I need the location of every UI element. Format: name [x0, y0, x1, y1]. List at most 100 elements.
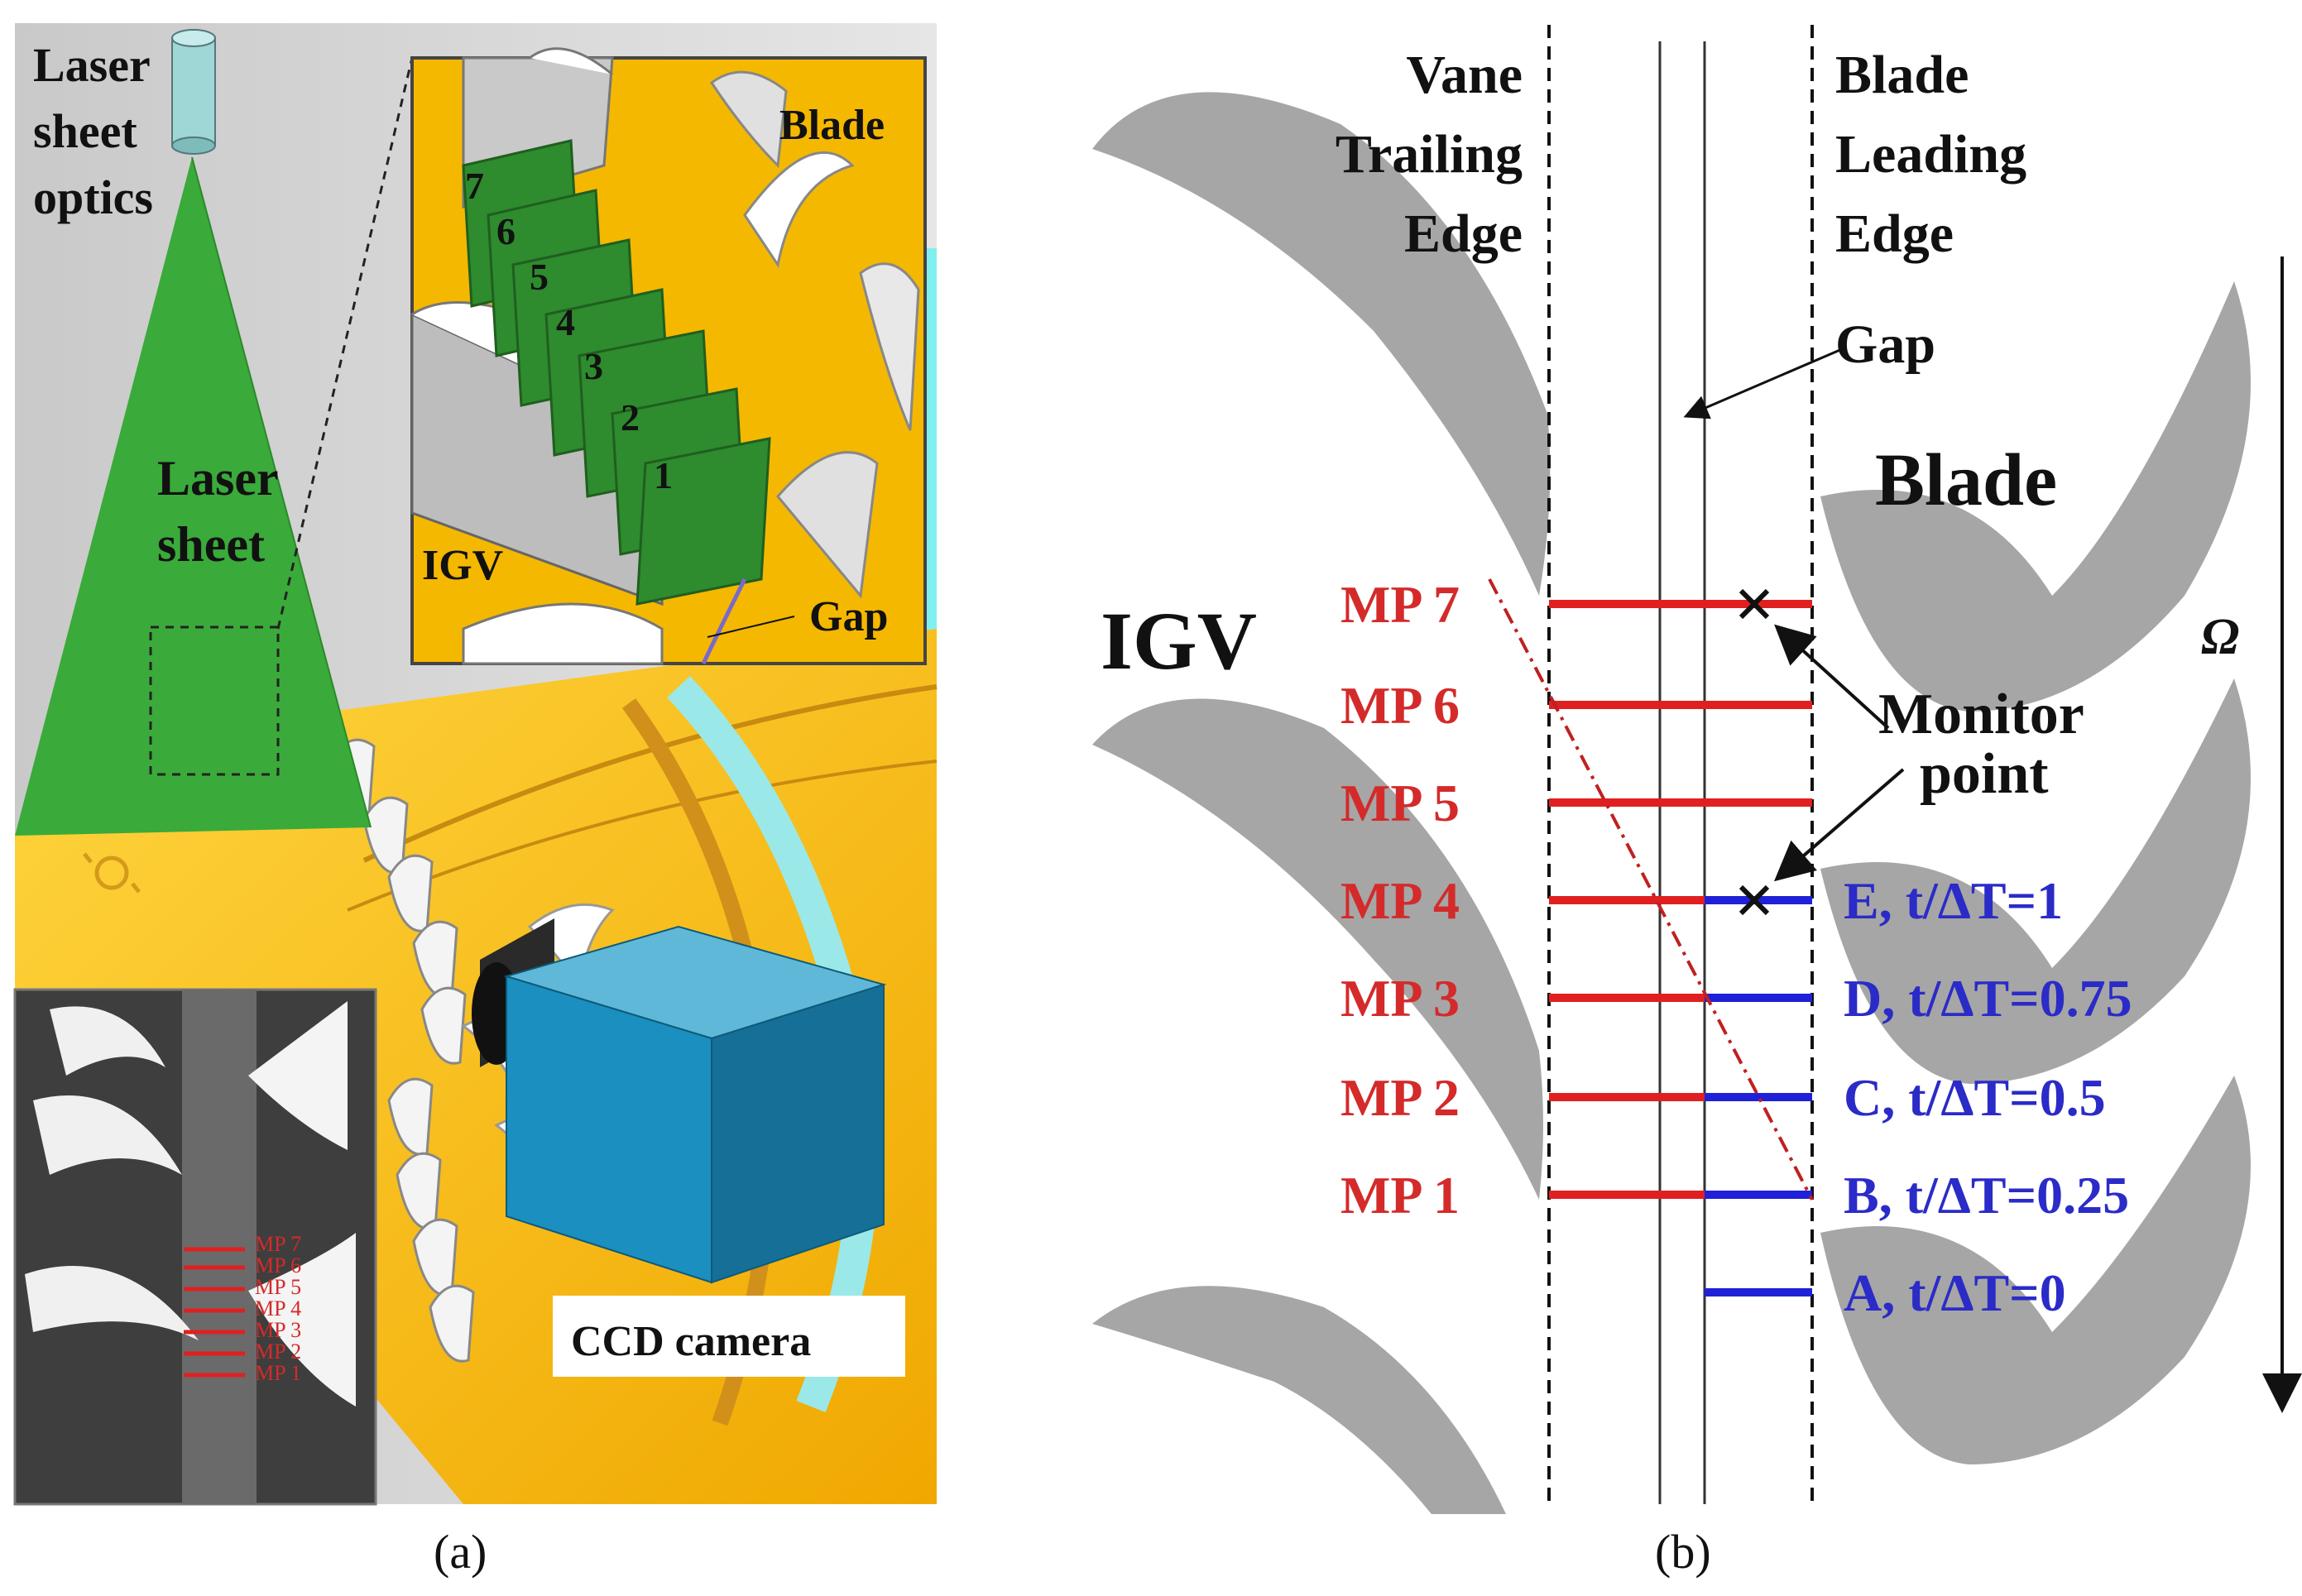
igv-airfoil-2: [1092, 698, 1543, 1200]
vane: [429, 1284, 475, 1363]
igv-label: IGV: [1101, 595, 1257, 687]
omega-label: Ω: [2201, 609, 2239, 665]
time-label: B, t/ΔT=0.25: [1844, 1166, 2129, 1225]
vane-label-2: Trailing: [1336, 124, 1523, 185]
laser-optics-label-1: Laser: [33, 38, 151, 92]
camera-label: CCD camera: [571, 1318, 811, 1365]
time-label: E, t/ΔT=1: [1844, 871, 2063, 930]
monitor-point-x: [1738, 588, 1770, 620]
mp-label: MP 7: [1340, 575, 1460, 634]
photo-blade: [248, 1001, 348, 1150]
mp-label: MP 5: [1340, 774, 1460, 832]
inset-blade: [743, 151, 855, 268]
blade-leading-label-3: Edge: [1835, 204, 1954, 264]
inset-blade: [709, 70, 788, 169]
photo-column: [182, 990, 257, 1504]
rotor-blades: [1820, 281, 2251, 1464]
photo-mp-label: MP 3: [255, 1318, 301, 1342]
photo-blade: [248, 1233, 356, 1407]
rotor-blade-2: [1820, 678, 2251, 1084]
photo-mp-label: MP 2: [255, 1340, 301, 1364]
inset-vane-bottom: [462, 602, 664, 665]
photo-vane: [50, 1006, 165, 1076]
time-labels: E, t/ΔT=1 D, t/ΔT=0.75 C, t/ΔT=0.5 B, t/…: [1844, 871, 2132, 1322]
blade-label: Blade: [1875, 439, 2057, 521]
zoom-region-box: [149, 625, 280, 776]
monitor-label-1: Monitor: [1878, 683, 2084, 746]
plane-number-2: 2: [621, 396, 640, 439]
mp-lines: [1549, 600, 1812, 1199]
photo-mp-labels: MP 7 MP 6 MP 5 MP 4 MP 3 MP 2 MP 1: [255, 1232, 301, 1385]
igv-airfoils: [1092, 92, 1551, 1514]
inset-zoom: 7 6 5 4 3 2 1 Blade IGV Gap: [410, 47, 927, 665]
inset-gap-pointer: [707, 616, 795, 638]
rotor-blade-3: [1820, 1076, 2251, 1464]
inset-vane-top: [529, 47, 613, 76]
mp-label: MP 2: [1340, 1068, 1460, 1127]
blade-leading-label-2: Leading: [1835, 124, 2026, 185]
measurement-planes: [462, 139, 771, 606]
mp-labels: MP 7 MP 6 MP 5 MP 4 MP 3 MP 2 MP 1: [1340, 575, 1460, 1225]
gap-label: Gap: [1835, 314, 1935, 375]
igv-airfoil-3: [1092, 1286, 1506, 1514]
plane-number-3: 3: [584, 345, 603, 387]
plane-number-1: 1: [654, 454, 673, 496]
vane: [420, 986, 467, 1065]
laser-optics-label-3: optics: [33, 170, 153, 224]
plane-number-7: 7: [465, 165, 484, 207]
plane-number-4: 4: [556, 301, 575, 343]
mp-label: MP 4: [1340, 871, 1460, 930]
inset-igv-label: IGV: [422, 542, 503, 589]
inset-gap-label: Gap: [809, 593, 888, 640]
monitor-label-2: point: [1920, 742, 2049, 806]
blade-leading-label-1: Blade: [1835, 45, 1969, 105]
camera-label-box: [553, 1296, 905, 1377]
panel-a: Laser sheet optics Laser sheet: [13, 23, 938, 1579]
rotor-blade-1: [1820, 281, 2251, 712]
photo-mp-label: MP 5: [255, 1275, 301, 1299]
photo-mp-label: MP 4: [255, 1296, 301, 1320]
igv-airfoil-1: [1092, 92, 1551, 596]
time-label: D, t/ΔT=0.75: [1844, 969, 2132, 1028]
photo-mp-label: MP 7: [255, 1232, 301, 1256]
caption-b: (b): [1655, 1525, 1711, 1579]
rotation-icon: [83, 852, 141, 894]
ccd-camera: [472, 918, 887, 1284]
inset-gap-line: [701, 578, 747, 665]
camera-side: [711, 983, 885, 1284]
photo-vane: [25, 1266, 199, 1340]
laser-sheet: [15, 157, 371, 836]
panel-b: Vane Trailing Edge Blade Leading Edge Ga…: [1092, 25, 2302, 1579]
mp-label: MP 3: [1340, 969, 1460, 1028]
mp-label: MP 6: [1340, 676, 1460, 735]
laser-sheet-label-2: sheet: [157, 517, 265, 572]
vane-label-3: Edge: [1404, 204, 1523, 264]
laser-sheet-label-1: Laser: [157, 451, 279, 506]
laser-optics-cylinder: [171, 29, 216, 155]
mp-label: MP 1: [1340, 1166, 1460, 1225]
rig-ring: [362, 684, 938, 863]
photo-mp-label: MP 1: [255, 1361, 301, 1385]
monitor-arrow-1: [1774, 624, 1890, 730]
photo-inset: MP 7 MP 6 MP 5 MP 4 MP 3 MP 2 MP 1: [13, 988, 377, 1506]
plane-number-6: 6: [496, 210, 516, 252]
time-lines: [1705, 896, 1812, 1296]
monitor-point-x: [1738, 884, 1770, 916]
caption-a: (a): [434, 1525, 487, 1579]
plane-number-5: 5: [530, 256, 549, 298]
time-label: C, t/ΔT=0.5: [1844, 1068, 2106, 1127]
vane-label-1: Vane: [1406, 45, 1523, 105]
photo-mp-lines: [184, 1247, 245, 1378]
inset-blade-label: Blade: [779, 102, 885, 149]
laser-sheet-edge: [191, 156, 372, 828]
inset-blade: [859, 262, 920, 431]
photo-vane: [33, 1095, 182, 1175]
gap-arrow: [1683, 347, 1843, 419]
plane-1: [635, 437, 771, 606]
time-label: A, t/ΔT=0: [1844, 1263, 2066, 1322]
laser-optics-label-2: sheet: [33, 104, 137, 158]
photo-mp-label: MP 6: [255, 1253, 301, 1277]
inset-blade: [776, 451, 879, 599]
monitor-arrow-2: [1773, 768, 1905, 882]
